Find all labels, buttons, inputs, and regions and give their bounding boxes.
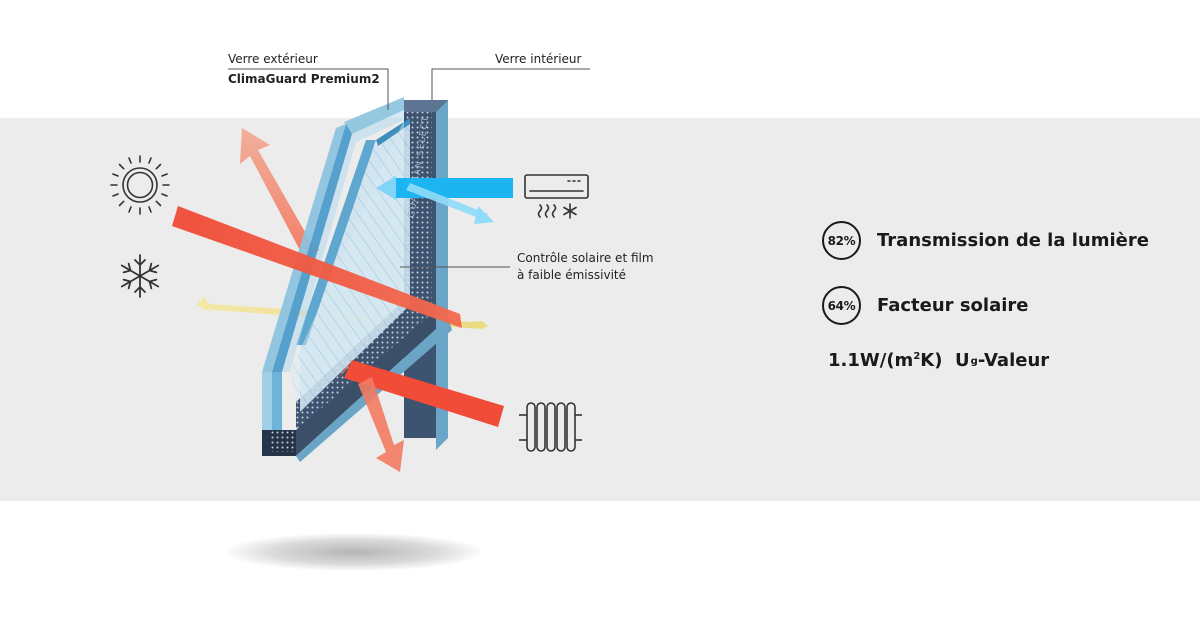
reflected-heat-arrow-top bbox=[240, 128, 320, 258]
glass-unit-shadow bbox=[225, 533, 483, 571]
coating-label: Contrôle solaire et film à faible émissi… bbox=[517, 250, 654, 284]
sun-icon bbox=[110, 155, 170, 215]
radiated-heat-arrow bbox=[338, 360, 504, 472]
background-band bbox=[0, 118, 1200, 501]
solar-factor-label: Facteur solaire bbox=[877, 295, 1029, 316]
u-value-number: 1.1W/(m bbox=[828, 350, 914, 371]
light-transmission-stat: 82% Transmission de la lumière bbox=[822, 221, 1149, 260]
u-value-symbol: U bbox=[955, 350, 970, 371]
snowflake-icon bbox=[120, 254, 160, 298]
air-conditioner-icon bbox=[524, 174, 589, 219]
u-value-label: -Valeur bbox=[977, 350, 1050, 371]
u-value-subscript: g bbox=[970, 356, 978, 367]
solar-factor-badge: 64% bbox=[822, 286, 861, 325]
inner-glass-label: Verre intérieur bbox=[495, 52, 582, 66]
solar-heat-arrow bbox=[172, 206, 462, 328]
coating-label-line2: à faible émissivité bbox=[517, 268, 626, 282]
outer-glass-product: ClimaGuard Premium2 bbox=[228, 72, 380, 86]
cold-air-arrow bbox=[376, 176, 513, 224]
outer-glass-title: Verre extérieur bbox=[228, 52, 318, 66]
solar-factor-stat: 64% Facteur solaire bbox=[822, 286, 1028, 325]
u-value-stat: 1.1W/(m2K) Ug-Valeur bbox=[828, 350, 1049, 371]
leader-lines bbox=[228, 68, 590, 268]
light-transmission-badge: 82% bbox=[822, 221, 861, 260]
light-transmission-label: Transmission de la lumière bbox=[877, 230, 1149, 251]
radiator-icon bbox=[519, 402, 582, 452]
outer-glass-label: Verre extérieur ClimaGuard Premium2 bbox=[228, 51, 380, 88]
u-value-unit-close: K) bbox=[920, 350, 943, 371]
u-value-exponent: 2 bbox=[913, 351, 921, 362]
coating-label-line1: Contrôle solaire et film bbox=[517, 251, 654, 265]
